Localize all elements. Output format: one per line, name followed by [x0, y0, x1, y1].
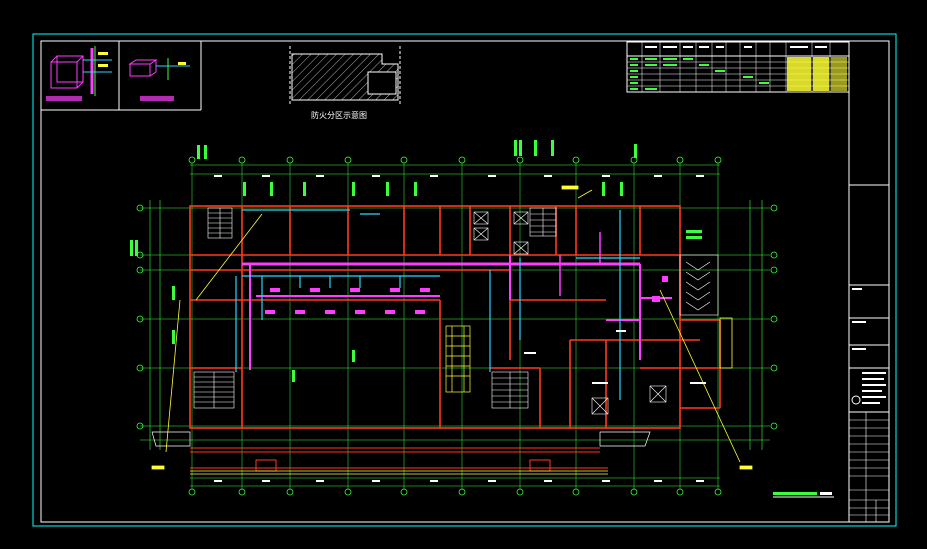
axonometric-detail-2: [128, 58, 190, 101]
drawing-frame: [32, 33, 897, 527]
ramp: [679, 254, 719, 316]
escalator: [445, 325, 471, 393]
room-labels: [524, 330, 706, 384]
equipment-schedule-table: [626, 41, 850, 93]
key-plan-title: 防火分区示意图: [311, 111, 367, 120]
floor-plan: [130, 140, 778, 496]
pipework: [235, 209, 640, 400]
axonometric-detail-1: [46, 46, 112, 101]
stairs: [193, 207, 557, 409]
entrance-canopies: [151, 431, 651, 447]
drawing-name-bar: [773, 492, 834, 498]
axis-grid: [140, 164, 770, 487]
leader-lines: [151, 185, 753, 470]
ductwork: [242, 232, 672, 370]
duct-shafts: [473, 211, 667, 415]
annotation-marks: [130, 140, 702, 382]
title-block: [848, 41, 889, 522]
fire-zone-key-plan: [289, 46, 401, 105]
dimension-ticks: [214, 175, 704, 482]
diffusers: [265, 276, 668, 314]
